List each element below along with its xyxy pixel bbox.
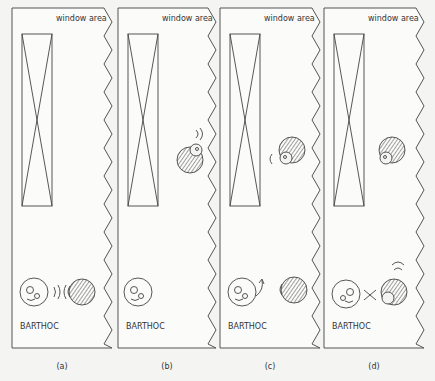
robot-name: BARTHOC xyxy=(228,322,267,331)
panel-border xyxy=(324,8,424,348)
person-head xyxy=(280,277,307,303)
scene-panel: window areaBARTHOC xyxy=(12,8,112,348)
sound-waves xyxy=(364,290,376,300)
person-head xyxy=(379,137,405,164)
robot-head xyxy=(228,278,256,306)
robot-head xyxy=(124,278,152,306)
robot-name: BARTHOC xyxy=(126,322,165,331)
scene-panel: window areaBARTHOC xyxy=(118,8,216,348)
area-label: window area xyxy=(368,14,419,23)
panel-caption: (a) xyxy=(56,362,67,371)
person-head xyxy=(279,137,305,164)
window-box xyxy=(22,34,364,206)
turn-arrow xyxy=(256,279,264,296)
panel-outline xyxy=(324,8,424,348)
robot-head xyxy=(20,278,48,306)
sound-waves xyxy=(54,285,66,299)
person-head xyxy=(381,279,407,305)
panel-outline xyxy=(220,8,320,348)
sound-waves xyxy=(270,154,272,164)
scene-panel: window areaBARTHOC xyxy=(220,8,320,348)
robot-head xyxy=(332,280,360,308)
panel-outline xyxy=(12,8,112,348)
sound-waves xyxy=(392,262,404,270)
area-label: window area xyxy=(162,14,213,23)
robot-name: BARTHOC xyxy=(20,322,59,331)
panel-outline xyxy=(118,8,216,348)
panel-caption: (c) xyxy=(265,362,276,371)
person-head xyxy=(68,279,95,305)
sound-waves xyxy=(196,128,203,140)
panel-caption: (b) xyxy=(161,362,172,371)
area-label: window area xyxy=(56,14,107,23)
panel-border xyxy=(12,8,112,348)
panel-caption: (d) xyxy=(368,362,379,371)
robot-name: BARTHOC xyxy=(332,322,371,331)
area-label: window area xyxy=(264,14,315,23)
scene-panel: window areaBARTHOC xyxy=(324,8,424,348)
panel-border xyxy=(118,8,216,348)
person-head xyxy=(177,144,203,173)
panel-border xyxy=(220,8,320,348)
